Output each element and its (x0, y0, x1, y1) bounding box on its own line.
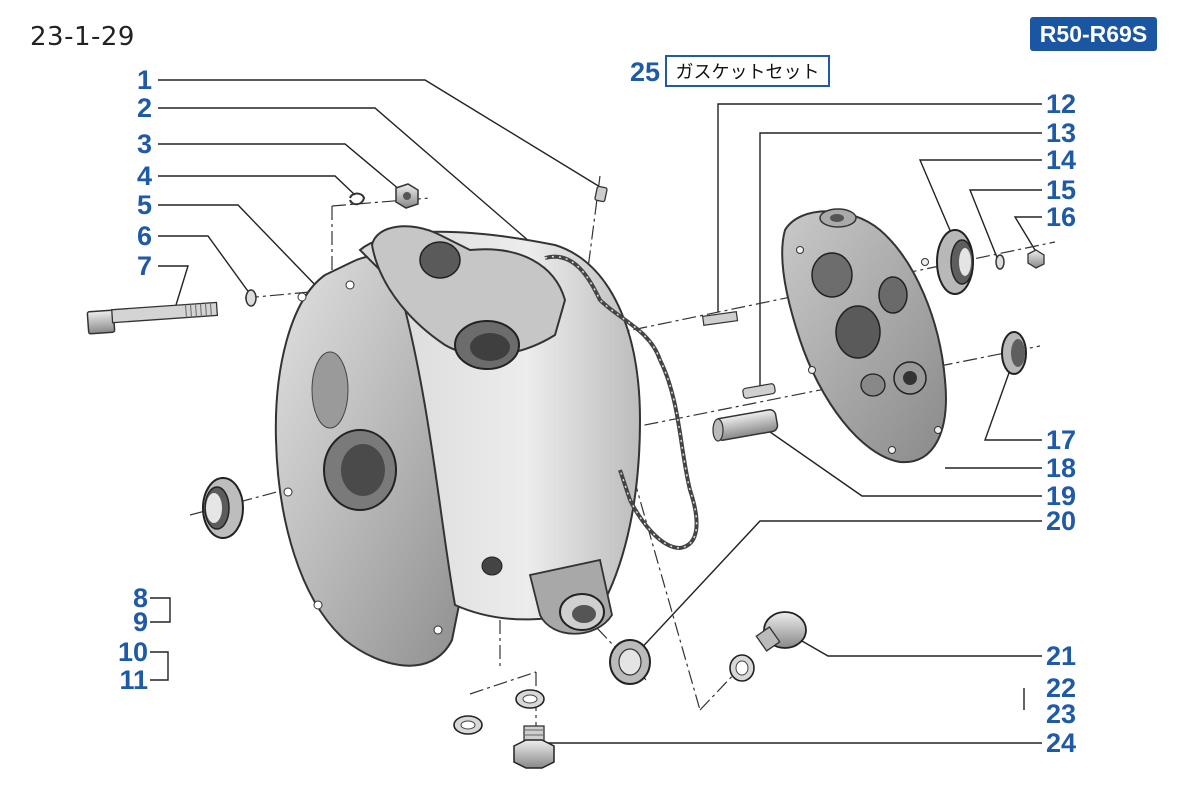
leader-12 (717, 103, 1042, 312)
leader-21 (794, 636, 1042, 657)
leader-17 (984, 369, 1042, 441)
part-plug-21 (755, 611, 807, 652)
part-oil-seal-8 (202, 477, 244, 539)
callout-6: 6 (136, 221, 152, 251)
callout-14: 14 (1046, 145, 1077, 175)
part-stud-12 (701, 310, 739, 326)
leader-4 (158, 175, 356, 196)
leader-14 (918, 159, 1042, 236)
part-washer-6 (245, 289, 257, 307)
callout-12: 12 (1046, 89, 1077, 119)
part-shaft-19 (712, 408, 779, 442)
leader-10-11 (150, 651, 169, 681)
model-range-badge: R50-R69S (1030, 17, 1157, 51)
gasket-set-label: ガスケットセット (665, 55, 830, 87)
callout-22: 22 (1046, 673, 1077, 703)
leader-5 (158, 204, 321, 291)
part-washer-11 (515, 689, 545, 709)
housing-bolt-holes (283, 280, 443, 635)
part-dowel-1 (594, 185, 608, 203)
leader-19 (759, 424, 1042, 497)
leader-lines-right (545, 103, 1042, 744)
callout-2: 2 (136, 93, 152, 123)
part-nut-3 (395, 183, 419, 209)
callout-15: 15 (1046, 175, 1077, 205)
leader-16 (1013, 216, 1042, 251)
callout-21: 21 (1046, 641, 1077, 671)
part-drain-plug-24 (513, 725, 555, 769)
housing-bore-top-inner (470, 333, 510, 361)
part-washer-15 (995, 254, 1005, 270)
housing-drain-port-inner (572, 605, 596, 623)
housing-top-window (419, 241, 461, 279)
leader-3 (158, 143, 401, 191)
callout-17: 17 (1046, 425, 1077, 455)
part-stud-bolt-7 (86, 301, 219, 335)
callout-11: 11 (119, 665, 148, 695)
leader-6 (158, 235, 251, 295)
part-dowel-13 (742, 383, 776, 399)
callout-25: 25 (629, 57, 660, 87)
callout-16: 16 (1046, 202, 1077, 232)
callout-3: 3 (136, 129, 152, 159)
callout-4: 4 (136, 161, 152, 191)
callout-19: 19 (1046, 481, 1077, 511)
part-lockwasher-4 (349, 192, 366, 206)
part-side-cover-18 (781, 208, 947, 464)
gearbox-housing (274, 225, 642, 667)
callout-23: 23 (1046, 699, 1077, 729)
callout-1: 1 (136, 65, 152, 95)
part-seal-20 (609, 639, 651, 685)
housing-main-bore-inner (341, 444, 385, 496)
callout-7: 7 (136, 251, 152, 281)
housing-lower-hole (481, 556, 503, 576)
part-oil-seal-14 (936, 229, 974, 295)
page-id: 23-1-29 (30, 22, 135, 52)
callout-9: 9 (132, 607, 148, 637)
leader-7 (158, 265, 189, 306)
leader-2 (158, 107, 546, 256)
callout-10: 10 (117, 637, 148, 667)
callout-24: 24 (1046, 728, 1077, 758)
leader-20 (634, 520, 1042, 656)
callout-5: 5 (136, 190, 152, 220)
callout-8: 8 (132, 583, 148, 613)
leader-1 (158, 79, 606, 191)
callout-20: 20 (1046, 506, 1077, 536)
callout-13: 13 (1046, 118, 1077, 148)
leader-15 (968, 189, 1042, 261)
housing-left-pocket (311, 351, 349, 429)
leader-8-9 (150, 597, 171, 623)
leader-lines-left (150, 79, 606, 681)
part-washer-10 (453, 715, 483, 735)
part-oil-seal-17 (1001, 331, 1027, 375)
part-nut-16 (1027, 249, 1045, 269)
part-washer-22-23 (729, 654, 755, 682)
callout-18: 18 (1046, 453, 1077, 483)
